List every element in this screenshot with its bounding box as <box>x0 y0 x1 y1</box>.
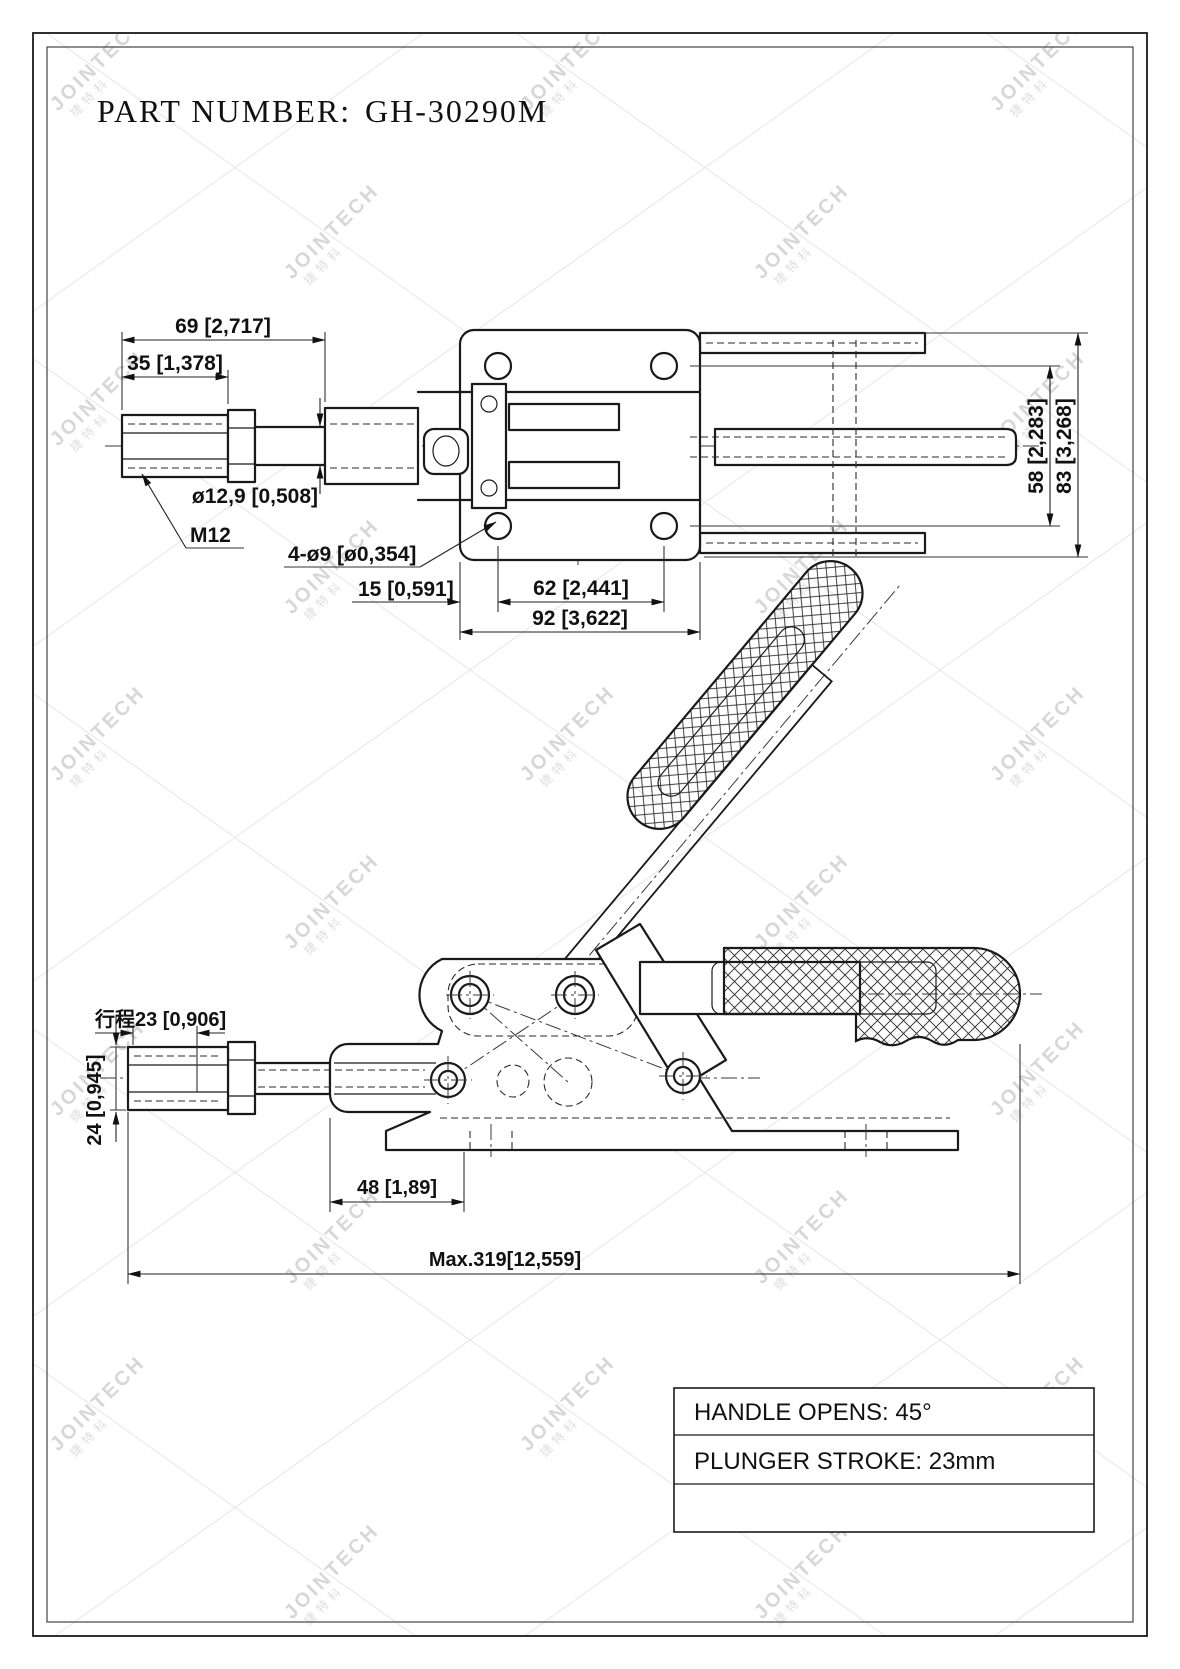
plunger-rod <box>253 425 327 467</box>
plunger-collar-side <box>226 1040 257 1116</box>
dim-shank-length: 69 [2,717] <box>175 315 271 338</box>
plunger-collar <box>226 408 257 484</box>
part-number-label: PART NUMBER: <box>97 93 351 129</box>
dim-stroke: 行程23 [0,906] <box>94 1007 226 1031</box>
dim-max-length: Max.319[12,559] <box>429 1249 581 1271</box>
dim-hole-pitch-y: 58 [2,283] <box>1025 398 1048 494</box>
mount-hole <box>649 511 679 541</box>
spec-handle-opens: HANDLE OPENS: 45° <box>694 1399 932 1426</box>
spec-plunger-stroke: PLUNGER STROKE: 23mm <box>694 1448 995 1475</box>
handle-grip-closed <box>722 946 1022 1047</box>
push-rod <box>713 427 1018 467</box>
dim-mount-holes: 4-ø9 [ø0,354] <box>288 543 416 566</box>
dim-body-length: 48 [1,89] <box>357 1177 437 1199</box>
dim-thread: M12 <box>190 524 231 547</box>
phantom-pin <box>496 1064 530 1098</box>
part-number-value: GH-30290M <box>365 93 548 129</box>
dim-base-width: 92 [3,622] <box>532 607 628 630</box>
dim-hex-width: 24 [0,945] <box>84 1054 106 1145</box>
side-view: 行程23 [0,906] 24 [0,945] 48 [1,89] Max.31… <box>84 560 1042 1284</box>
plunger-hex-side <box>126 1045 230 1112</box>
top-view-dimensions: 69 [2,717] 35 [1,378] ø12,9 [0,508] M12 … <box>121 315 1088 640</box>
clevis-boss <box>422 427 470 476</box>
link-bar-top <box>507 402 621 432</box>
dim-base-height: 83 [3,268] <box>1053 398 1076 494</box>
top-view: 69 [2,717] 35 [1,378] ø12,9 [0,508] M12 … <box>105 315 1088 640</box>
watermark-layer <box>34 34 1146 1635</box>
plunger-rod-side <box>253 1061 332 1096</box>
sheet-border <box>32 32 1148 1637</box>
mount-hole <box>649 351 679 381</box>
plunger-hex <box>120 413 230 479</box>
dim-hex-length: 35 [1,378] <box>127 352 223 375</box>
phantom-lobe-outline <box>447 963 639 1037</box>
title-block: PART NUMBER: GH-30290M <box>97 93 548 129</box>
grip-window-closed <box>711 961 937 1015</box>
spec-table: HANDLE OPENS: 45° PLUNGER STROKE: 23mm <box>673 1387 1095 1533</box>
mount-hole <box>483 351 513 381</box>
dim-rod-diameter: ø12,9 [0,508] <box>192 485 318 508</box>
dim-hole-offset: 15 [0,591] <box>358 578 454 601</box>
bushing <box>323 406 420 486</box>
link-plate <box>470 382 508 510</box>
side-view-dimensions: 行程23 [0,906] 24 [0,945] 48 [1,89] Max.31… <box>84 1007 1021 1284</box>
handle-grip-open <box>626 560 864 830</box>
dim-hole-pitch-x: 62 [2,441] <box>533 577 629 600</box>
phantom-pin <box>543 1057 593 1107</box>
link-bar-bottom <box>507 460 621 490</box>
